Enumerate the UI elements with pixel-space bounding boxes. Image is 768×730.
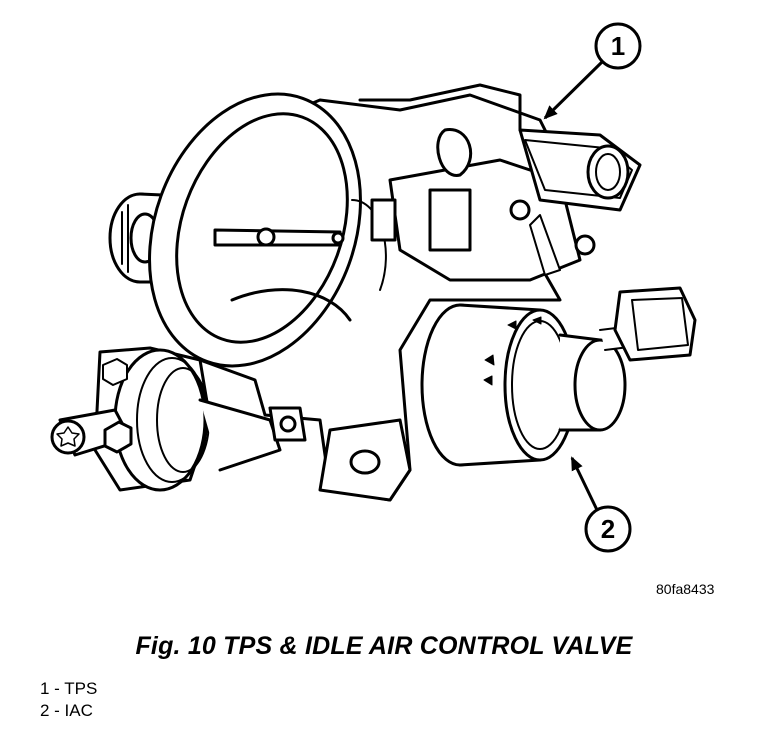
legend-item-iac: 2 - IAC — [40, 701, 93, 720]
callout-1: 1 — [543, 22, 642, 120]
callout-1-number: 1 — [611, 31, 625, 61]
figure-legend: 1 - TPS 2 - IAC — [40, 678, 97, 722]
tps-sensor — [370, 128, 642, 282]
callout-2-number: 2 — [601, 514, 615, 544]
figure-caption: Fig. 10 TPS & IDLE AIR CONTROL VALVE — [135, 632, 633, 660]
figure-reference-code: 80fa8433 — [656, 581, 715, 597]
throttle-bore — [148, 92, 387, 368]
iac-valve — [420, 286, 697, 467]
throttle-linkage-pulley — [50, 346, 282, 492]
throttle-body-illustration: 1 2 — [50, 22, 697, 553]
legend-item-tps: 1 - TPS — [40, 679, 98, 698]
callout-2: 2 — [570, 456, 632, 553]
